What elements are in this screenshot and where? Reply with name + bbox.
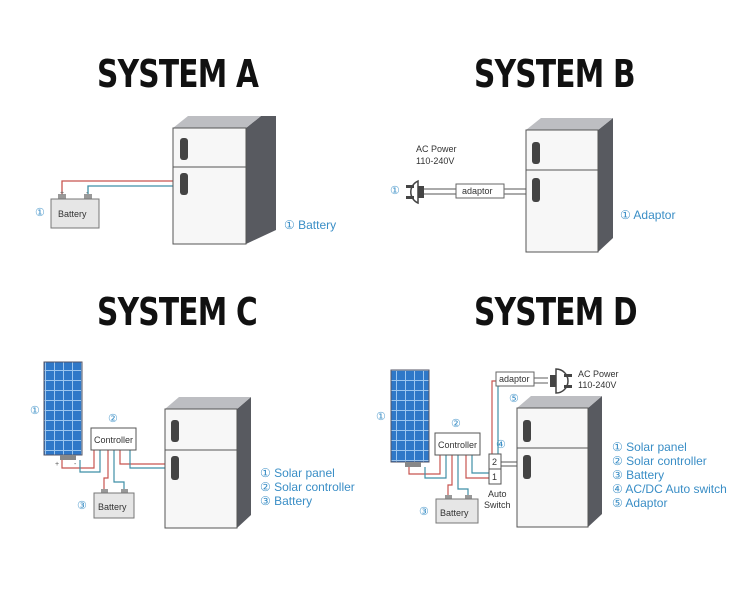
system-b-legend-adaptor: ① Adaptor bbox=[620, 208, 676, 222]
system-b-adaptor bbox=[455, 183, 526, 199]
svg-text:-: - bbox=[86, 190, 89, 197]
system-c-controller-marker: ② bbox=[108, 413, 118, 425]
system-c-legend-controller: ② Solar controller bbox=[260, 480, 355, 494]
system-d-legend-auto-switch: ④ AC/DC Auto switch bbox=[612, 482, 727, 496]
system-c-legend-battery: ③ Battery bbox=[260, 494, 313, 508]
system-c-solar-panel: + - bbox=[43, 361, 83, 468]
system-c-controller-label: Controller bbox=[94, 435, 134, 445]
system-b-plug bbox=[406, 179, 456, 205]
system-a-title: SYSTEM A bbox=[97, 52, 259, 96]
system-d-legend-controller: ② Solar controller bbox=[612, 454, 707, 468]
system-c-wires bbox=[61, 450, 165, 490]
system-b-fridge bbox=[525, 118, 613, 253]
system-a-battery-marker: ① bbox=[35, 207, 45, 219]
system-c-battery bbox=[93, 489, 135, 519]
system-d-solar-panel bbox=[390, 369, 430, 467]
system-b-title: SYSTEM B bbox=[474, 52, 636, 96]
system-d-plug bbox=[550, 368, 572, 394]
system-d-legend-solar: ① Solar panel bbox=[612, 440, 687, 454]
system-b-adaptor-marker: ① bbox=[390, 185, 400, 197]
system-c-controller bbox=[90, 427, 137, 451]
system-d-battery-label: Battery bbox=[440, 508, 469, 518]
system-d-auto-label: Auto bbox=[488, 489, 507, 499]
system-d-legend-adaptor: ⑤ Adaptor bbox=[612, 496, 668, 510]
svg-text:-: - bbox=[74, 461, 77, 468]
system-a-wires bbox=[61, 180, 175, 198]
system-d-fridge bbox=[516, 396, 602, 528]
system-b-ac-power: AC Power bbox=[416, 144, 457, 154]
system-d-title: SYSTEM D bbox=[474, 290, 638, 334]
system-d-solar-marker: ① bbox=[376, 411, 386, 423]
system-d-ac-power: AC Power bbox=[578, 369, 619, 379]
system-d-legend-battery: ③ Battery bbox=[612, 468, 665, 482]
system-a-battery-label: Battery bbox=[58, 209, 87, 219]
system-d-controller-label: Controller bbox=[438, 440, 478, 450]
system-c-battery-marker: ③ bbox=[77, 500, 87, 512]
system-d-voltage: 110-240V bbox=[578, 380, 617, 390]
system-c-legend-solar: ① Solar panel bbox=[260, 466, 335, 480]
system-d-adaptor-label: adaptor bbox=[499, 374, 530, 384]
system-d-switch-label: Switch bbox=[484, 500, 511, 510]
system-d-switch-1: 1 bbox=[492, 472, 498, 482]
svg-text:+: + bbox=[55, 461, 59, 468]
system-c-title: SYSTEM C bbox=[97, 290, 258, 334]
svg-text:+: + bbox=[60, 190, 64, 197]
system-b-voltage: 110-240V bbox=[416, 156, 455, 166]
system-c-fridge bbox=[164, 397, 251, 529]
system-d-switch-marker: ④ bbox=[496, 439, 506, 451]
system-d-battery-marker: ③ bbox=[419, 506, 429, 518]
system-d-switch-2: 2 bbox=[492, 457, 498, 467]
system-c-battery-label: Battery bbox=[98, 502, 127, 512]
system-d-adaptor-marker: ⑤ bbox=[509, 393, 519, 405]
system-a-fridge bbox=[172, 116, 276, 245]
system-a-battery: + - bbox=[50, 190, 100, 229]
system-c-solar-marker: ① bbox=[30, 405, 40, 417]
system-d-controller-marker: ② bbox=[451, 418, 461, 430]
system-d-controller bbox=[434, 432, 481, 456]
system-b-adaptor-label: adaptor bbox=[462, 186, 493, 196]
system-d-adaptor bbox=[495, 371, 535, 387]
system-a-legend-battery: ① Battery bbox=[284, 218, 337, 232]
system-d-auto-switch bbox=[488, 453, 502, 485]
system-d-battery bbox=[435, 495, 479, 524]
